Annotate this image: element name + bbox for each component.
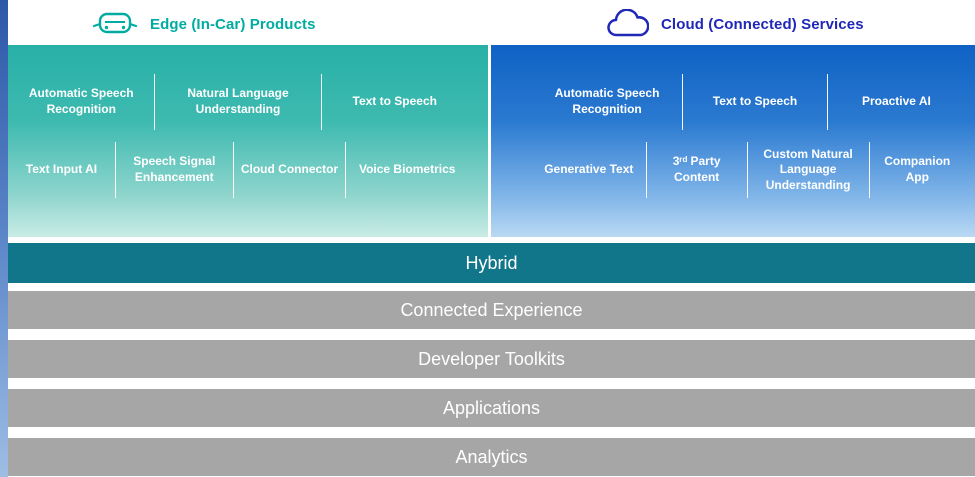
cloud-cell-asr: Automatic Speech Recognition xyxy=(554,86,660,116)
divider xyxy=(645,142,647,198)
cloud-services-header: Cloud (Connected) Services xyxy=(603,4,864,44)
edge-panel-row2: Text Input AI Speech Signal Enhancement … xyxy=(8,139,488,201)
cloud-cell-tts: Text to Speech xyxy=(712,94,798,109)
edge-cell-tts: Text to Speech xyxy=(352,94,437,109)
divider xyxy=(345,142,347,198)
layer-bar-connected-experience: Connected Experience xyxy=(8,291,975,329)
layer-bar-hybrid: Hybrid xyxy=(8,243,975,283)
cloud-panel: Automatic Speech Recognition Text to Spe… xyxy=(491,45,975,237)
cloud-cell-custom-nlu: Custom Natural Language Understanding xyxy=(763,146,853,192)
edge-panel: Automatic Speech Recognition Natural Lan… xyxy=(8,45,488,237)
cloud-cell-generative-text: Generative Text xyxy=(544,162,634,177)
edge-products-header: Edge (In-Car) Products xyxy=(92,4,316,44)
divider xyxy=(682,74,684,130)
divider xyxy=(826,74,828,130)
divider xyxy=(320,74,322,130)
layer-bar-developer-toolkits: Developer Toolkits xyxy=(8,340,975,378)
divider xyxy=(746,142,748,198)
divider xyxy=(868,142,870,198)
edge-cell-speech-signal: Speech Signal Enhancement xyxy=(133,154,216,184)
edge-cell-nlu: Natural Language Understanding xyxy=(187,86,289,116)
edge-cell-text-input-ai: Text Input AI xyxy=(25,162,98,177)
car-icon xyxy=(92,10,138,38)
edge-panel-row1: Automatic Speech Recognition Natural Lan… xyxy=(8,71,488,133)
cloud-icon xyxy=(603,9,649,39)
edge-cell-asr: Automatic Speech Recognition xyxy=(28,86,134,116)
cloud-services-title: Cloud (Connected) Services xyxy=(661,15,864,33)
cloud-panel-row2: Generative Text 3ʳᵈ Party Content Custom… xyxy=(491,139,975,201)
cloud-cell-proactive-ai: Proactive AI xyxy=(861,94,931,109)
divider xyxy=(114,142,116,198)
left-accent-strip xyxy=(0,0,8,477)
divider xyxy=(154,74,156,130)
edge-cell-voice-biometrics: Voice Biometrics xyxy=(358,162,456,177)
edge-cell-cloud-connector: Cloud Connector xyxy=(240,162,339,177)
cloud-panel-row1: Automatic Speech Recognition Text to Spe… xyxy=(491,71,975,133)
layer-bar-applications: Applications xyxy=(8,389,975,427)
layer-bar-analytics: Analytics xyxy=(8,438,975,476)
divider xyxy=(232,142,234,198)
cloud-cell-3rd-party: 3ʳᵈ Party Content xyxy=(672,154,721,184)
edge-products-title: Edge (In-Car) Products xyxy=(150,15,316,33)
cloud-cell-companion-app: Companion App xyxy=(884,154,951,184)
